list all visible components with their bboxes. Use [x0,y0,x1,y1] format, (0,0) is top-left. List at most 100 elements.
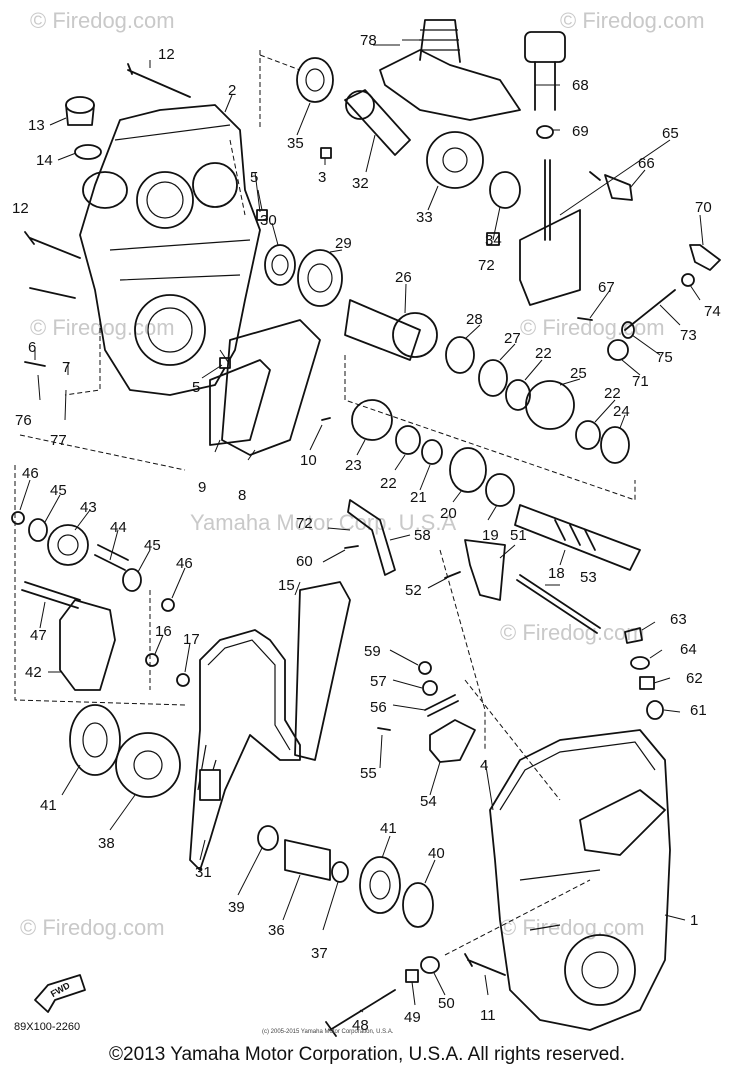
callout-75: 75 [656,349,673,366]
callout-13: 13 [28,117,45,134]
svg-text:© Firedog.com: © Firedog.com [500,620,645,645]
callout-41b: 41 [380,820,397,837]
svg-text:© Firedog.com: © Firedog.com [20,915,165,940]
lower-bolts [325,953,506,1037]
callout-11: 11 [480,1007,496,1024]
callout-8: 8 [238,487,246,504]
callout-10: 10 [300,452,317,469]
callout-7: 7 [62,359,70,376]
shift-boot [379,19,566,139]
callout-31: 31 [195,864,212,881]
callout-48: 48 [352,1017,369,1034]
callout-22c: 22 [380,475,397,492]
crankcase-right [489,729,671,1031]
callout-12b: 12 [12,200,29,217]
callout-60: 60 [296,553,313,570]
drive-sprocket-38 [69,704,181,798]
callout-33: 33 [416,209,433,226]
bolts [24,63,191,367]
callout-23: 23 [345,457,362,474]
callout-76: 76 [15,412,32,429]
callout-20: 20 [440,505,457,522]
callout-29: 29 [335,235,352,252]
callout-53: 53 [580,569,597,586]
callout-73: 73 [680,327,697,344]
callout-4: 4 [480,757,488,774]
callout-51: 51 [510,527,527,544]
svg-text:Yamaha Motor Corp. U.S.A: Yamaha Motor Corp. U.S.A [190,510,456,535]
callout-22b: 22 [604,385,621,402]
copyright-footer: ©2013 Yamaha Motor Corporation, U.S.A. A… [109,1044,625,1065]
callout-18: 18 [548,565,565,582]
small-screws [321,417,359,549]
callout-3: 3 [318,169,326,186]
countershaft-assembly [351,399,641,571]
callout-46b: 46 [176,555,193,572]
callout-77: 77 [50,432,67,449]
callout-46: 46 [22,465,39,482]
callout-6: 6 [28,339,36,356]
callout-63: 63 [670,611,687,628]
callout-5b: 5 [192,379,200,396]
callout-25: 25 [570,365,587,382]
callout-41: 41 [40,797,57,814]
callout-40: 40 [428,845,445,862]
dashed-reference-lines [14,50,636,956]
callout-70: 70 [695,199,712,216]
callout-78: 78 [360,32,377,49]
callout-36: 36 [268,922,285,939]
callout-65: 65 [662,125,679,142]
crankcase-cover-left [79,104,261,396]
callout-28: 28 [466,311,483,328]
callout-54: 54 [420,793,437,810]
shift-mechanism [519,159,721,361]
callout-58: 58 [414,527,431,544]
svg-text:© Firedog.com: © Firedog.com [560,8,705,33]
small-copyright: (c) 2005-2015 Yamaha Motor Corporation, … [262,1029,394,1035]
svg-text:© Firedog.com: © Firedog.com [520,315,665,340]
callout-68: 68 [572,77,589,94]
callout-50: 50 [438,995,455,1012]
lower-shaft-parts [257,825,434,928]
callout-24: 24 [613,403,630,420]
callout-47: 47 [30,627,47,644]
callout-26: 26 [395,269,412,286]
callout-44: 44 [110,519,127,536]
callout-15: 15 [278,577,295,594]
callout-27: 27 [504,330,521,347]
leader-lines [19,39,704,1013]
gasket-plate [209,319,321,456]
chain-guide-and-chain [189,581,351,871]
callout-17: 17 [183,631,200,648]
callout-32: 32 [352,175,369,192]
callout-38: 38 [98,835,115,852]
callout-59: 59 [364,643,381,660]
svg-text:© Firedog.com: © Firedog.com [500,915,645,940]
callout-34: 34 [485,232,502,249]
callout-12: 12 [158,46,175,63]
callout-55: 55 [360,765,377,782]
callout-45: 45 [50,482,67,499]
callout-39: 39 [228,899,245,916]
callout-72b: 72 [296,515,313,532]
svg-text:© Firedog.com: © Firedog.com [30,8,175,33]
callout-9: 9 [198,479,206,496]
callout-43: 43 [80,499,97,516]
callout-57: 57 [370,673,387,690]
callout-37: 37 [311,945,328,962]
callout-72: 72 [478,257,495,274]
shift-arm [377,661,476,763]
callout-1: 1 [690,912,698,929]
callout-66: 66 [638,155,655,172]
callout-56: 56 [370,699,387,716]
idler-assembly [11,511,190,691]
shift-forks [347,499,601,634]
watermarks: © Firedog.com © Firedog.com © Firedog.co… [20,8,705,940]
callout-62: 62 [686,670,703,687]
callout-52: 52 [405,582,422,599]
callout-16: 16 [155,623,172,640]
callout-61: 61 [690,702,707,719]
bearings-upper [219,57,343,369]
callout-71: 71 [632,373,649,390]
